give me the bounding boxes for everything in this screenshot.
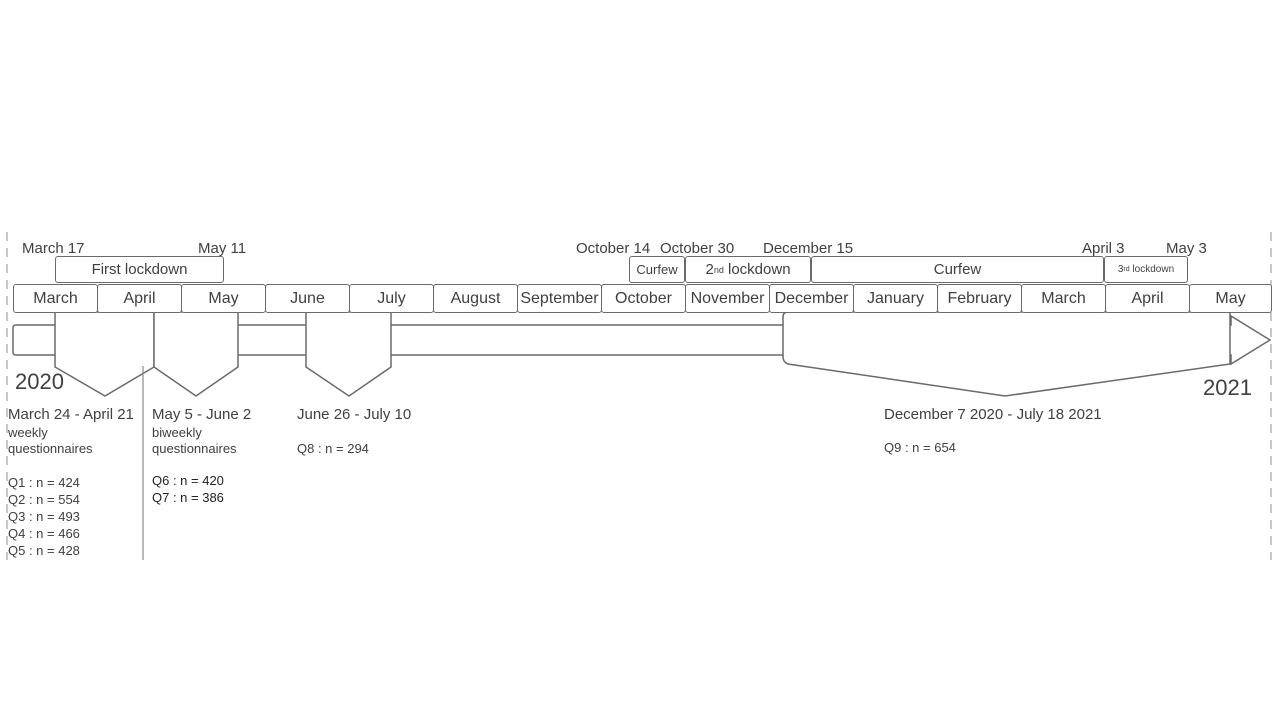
- month-box: August: [433, 284, 518, 313]
- period-2-description: biweekly questionnaires: [152, 425, 237, 457]
- date-label-december-15: December 15: [763, 240, 854, 257]
- month-box: January: [853, 284, 938, 313]
- month-box: May: [181, 284, 266, 313]
- sample-size: Q8 : n = 294: [297, 441, 369, 456]
- period-marker-2: [153, 311, 239, 397]
- third-lockdown-number: 3: [1117, 264, 1124, 275]
- month-box: March: [1021, 284, 1106, 313]
- date-label-may-11: May 11: [198, 240, 247, 257]
- period-3-title: June 26 - July 10: [297, 406, 412, 423]
- period-2-sample-list: Q6 : n = 420 Q7 : n = 386: [152, 472, 224, 506]
- period-2-desc-line-2: questionnaires: [152, 441, 237, 456]
- period-2-title: May 5 - June 2: [152, 406, 252, 423]
- sample-size: Q7 : n = 386: [152, 490, 224, 505]
- month-box: May: [1189, 284, 1272, 313]
- month-box: April: [1105, 284, 1190, 313]
- month-box: March: [13, 284, 98, 313]
- period-marker-3: [305, 311, 392, 397]
- second-lockdown-text: lockdown: [723, 261, 791, 278]
- date-label-april-3: April 3: [1082, 240, 1125, 257]
- period-1-description: weekly questionnaires: [8, 425, 93, 457]
- sample-size: Q1 : n = 424: [8, 475, 80, 490]
- period-1-sample-list: Q1 : n = 424 Q2 : n = 554 Q3 : n = 493 Q…: [8, 474, 80, 559]
- period-1-desc-line-2: questionnaires: [8, 441, 93, 456]
- year-label-start: 2020: [15, 369, 64, 394]
- period-1-desc-line-1: weekly: [8, 425, 48, 440]
- period-1-title: March 24 - April 21: [8, 406, 134, 423]
- sample-size: Q9 : n = 654: [884, 440, 956, 455]
- month-box: February: [937, 284, 1022, 313]
- period-4-title: December 7 2020 - July 18 2021: [884, 406, 1102, 423]
- third-lockdown-text: lockdown: [1129, 264, 1175, 275]
- sample-size: Q3 : n = 493: [8, 509, 80, 524]
- curfew-box-october: Curfew: [629, 256, 685, 283]
- month-box: April: [97, 284, 182, 313]
- curfew-box-december: Curfew: [811, 256, 1104, 283]
- sample-size: Q5 : n = 428: [8, 543, 80, 558]
- period-2-desc-line-1: biweekly: [152, 425, 202, 440]
- month-box: September: [517, 284, 602, 313]
- year-label-end: 2021: [1203, 375, 1252, 400]
- month-box: July: [349, 284, 434, 313]
- date-label-october-14: October 14: [576, 240, 651, 257]
- date-label-may-3: May 3: [1166, 240, 1207, 257]
- first-lockdown-box: First lockdown: [55, 256, 224, 283]
- date-label-october-30: October 30: [660, 240, 735, 257]
- sample-size: Q6 : n = 420: [152, 473, 224, 488]
- period-3-sample-list: Q8 : n = 294: [297, 440, 369, 457]
- month-box: June: [265, 284, 350, 313]
- month-box: November: [685, 284, 770, 313]
- date-label-march-17: March 17: [22, 240, 85, 257]
- month-box: December: [769, 284, 854, 313]
- period-4-sample-list: Q9 : n = 654: [884, 439, 956, 456]
- sample-size: Q4 : n = 466: [8, 526, 80, 541]
- second-lockdown-number: 2: [705, 261, 714, 278]
- sample-size: Q2 : n = 554: [8, 492, 80, 507]
- month-box: October: [601, 284, 686, 313]
- period-marker-4: [782, 311, 1231, 397]
- period-marker-1: [54, 311, 155, 397]
